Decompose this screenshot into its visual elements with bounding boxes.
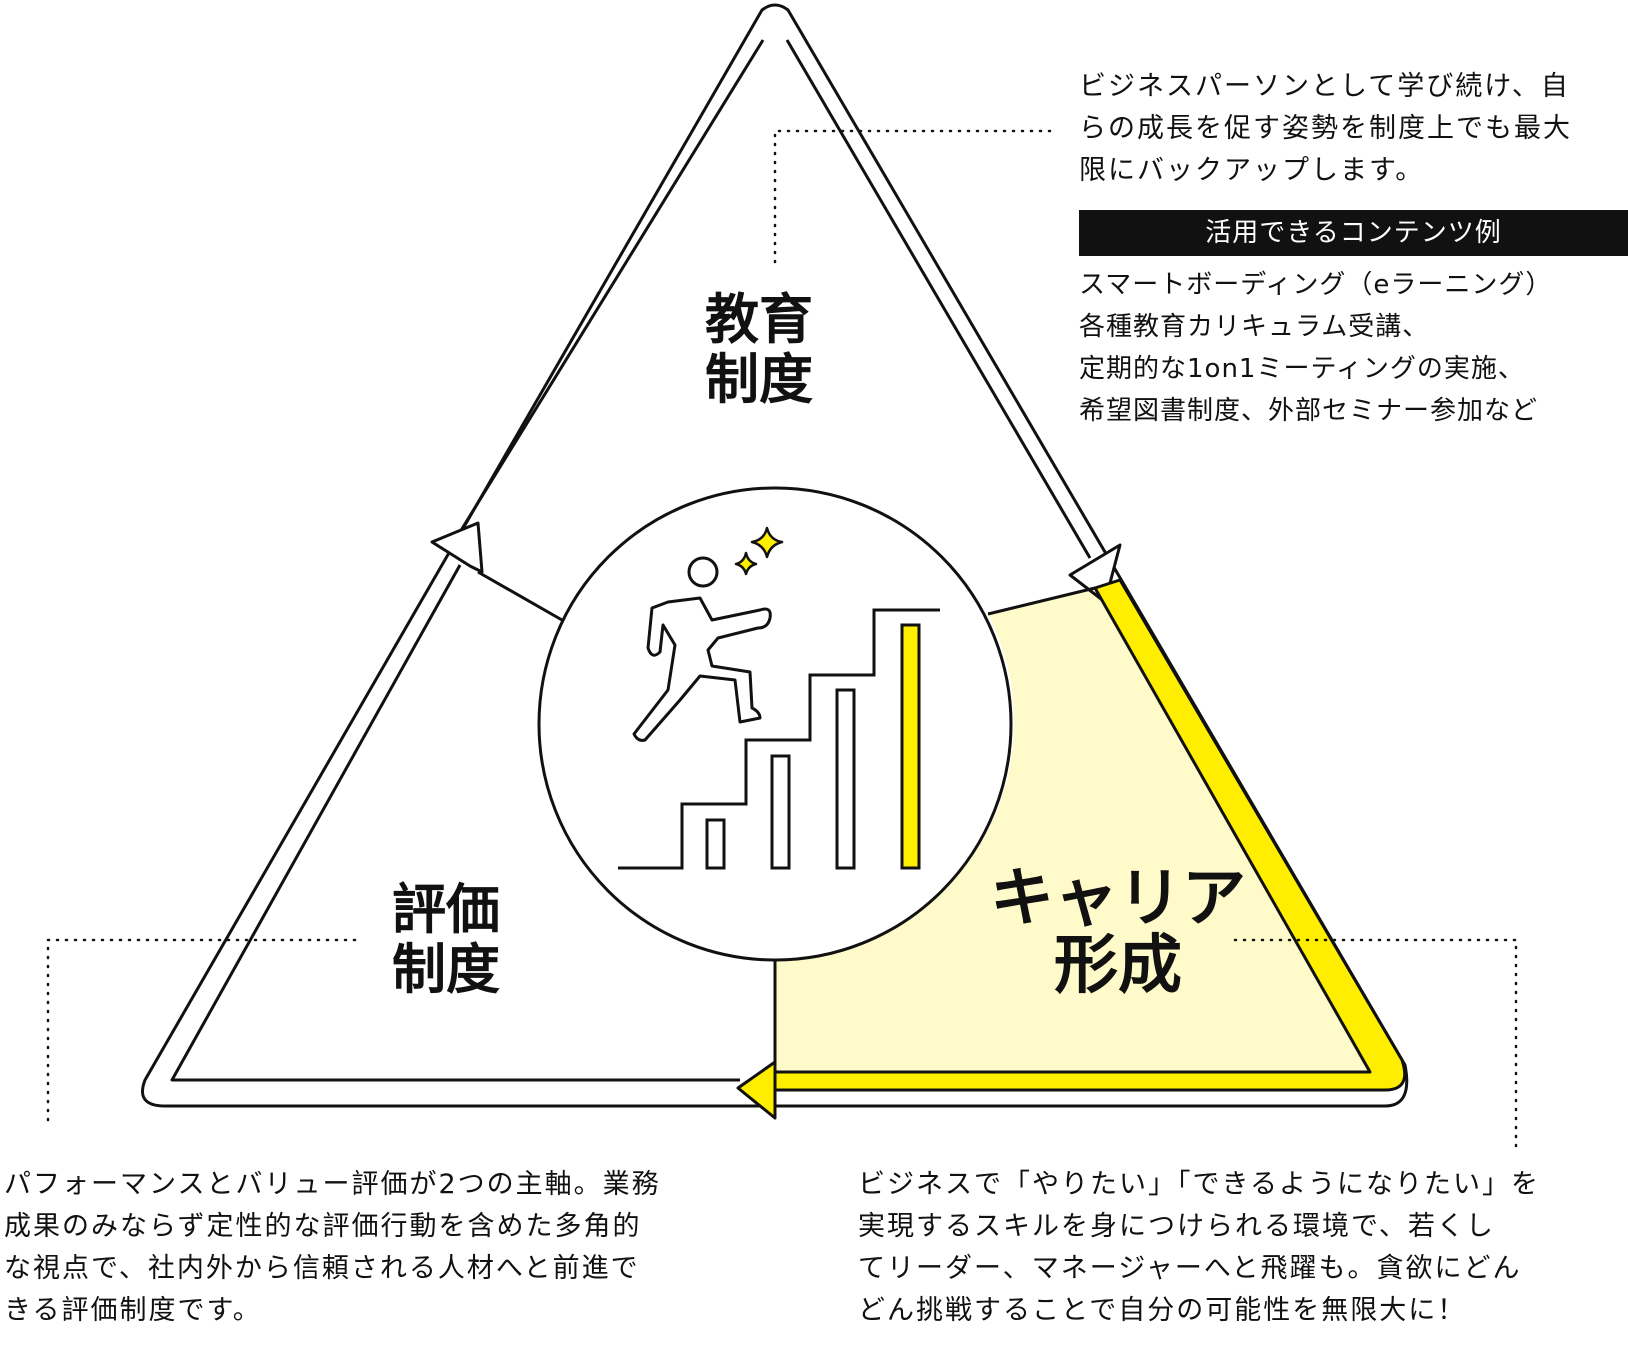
label-career-line2: 形成 bbox=[1054, 929, 1182, 1004]
inner-left-edge bbox=[458, 39, 765, 533]
contents-example-item: 希望図書制度、外部セミナー参加など bbox=[1079, 396, 1539, 426]
education-desc-line: 限にバックアップします。 bbox=[1079, 155, 1425, 186]
connector-evaluation bbox=[46, 938, 357, 1122]
career-description: ビジネスで「やりたい」「できるようになりたい」を 実現するスキルを身につけられる… bbox=[858, 1164, 1540, 1332]
outer-triangle bbox=[141, 3, 1409, 1108]
connector-career bbox=[1233, 938, 1518, 1152]
label-evaluation-line1: 評価 bbox=[392, 878, 500, 941]
connector-education bbox=[773, 129, 1052, 272]
contents-example-item: 各種教育カリキュラム受講、 bbox=[1079, 312, 1430, 342]
evaluation-description: パフォーマンスとバリュー評価が2つの主軸。業務 成果のみならず定性的な評価行動を… bbox=[4, 1164, 661, 1332]
sparkle-icon bbox=[750, 526, 784, 559]
evaluation-desc-line: パフォーマンスとバリュー評価が2つの主軸。業務 bbox=[4, 1169, 661, 1200]
label-career-line1: キャリア bbox=[990, 862, 1246, 936]
center-circle bbox=[537, 486, 1013, 962]
bar-4 bbox=[900, 623, 921, 870]
bar-1 bbox=[705, 818, 726, 870]
contents-example-item: スマートボーディング（eラーニング） bbox=[1079, 270, 1553, 300]
arrow-career-to-evaluation bbox=[736, 1060, 777, 1120]
label-career: キャリア 形成 bbox=[990, 862, 1246, 1004]
contents-header: 活用できるコンテンツ例 bbox=[1079, 210, 1628, 256]
label-education-line1: 教育 bbox=[705, 288, 813, 351]
education-desc-line: ビジネスパーソンとして学び続け、自 bbox=[1079, 71, 1570, 102]
career-section-fill bbox=[775, 585, 1390, 1075]
bar-3 bbox=[835, 688, 856, 870]
career-desc-line: どん挑戦することで自分の可能性を無限大に！ bbox=[858, 1295, 1467, 1326]
divider-right bbox=[987, 586, 1096, 616]
arrow-eval-to-education bbox=[430, 521, 484, 574]
career-desc-line: てリーダー、マネージャーへと飛躍も。貪欲にどん bbox=[858, 1253, 1522, 1284]
person-climbing-icon bbox=[632, 556, 772, 742]
inner-bottom-edge bbox=[170, 564, 740, 1082]
education-desc-line: らの成長を促す姿勢を制度上でも最大 bbox=[1079, 113, 1572, 144]
label-evaluation-line2: 制度 bbox=[392, 938, 500, 1002]
sparkle-small-icon bbox=[734, 551, 758, 576]
evaluation-desc-line: な視点で、社内外から信頼される人材へと前進で bbox=[4, 1253, 640, 1284]
label-education: 教育 制度 bbox=[705, 288, 813, 412]
education-description: ビジネスパーソンとして学び続け、自 らの成長を促す姿勢を制度上でも最大 限にバッ… bbox=[1079, 66, 1572, 192]
label-education-line2: 制度 bbox=[705, 348, 813, 412]
inner-right-edge bbox=[785, 39, 1092, 559]
contents-example-item: 定期的な1on1ミーティングの実施、 bbox=[1079, 354, 1525, 384]
evaluation-desc-line: 成果のみならず定性的な評価行動を含めた多角的 bbox=[4, 1211, 642, 1242]
career-desc-line: 実現するスキルを身につけられる環境で、若くし bbox=[858, 1211, 1495, 1242]
evaluation-desc-line: きる評価制度です。 bbox=[4, 1295, 262, 1326]
label-evaluation: 評価 制度 bbox=[392, 878, 500, 1002]
bar-2 bbox=[770, 754, 791, 870]
stairs-outline bbox=[618, 608, 940, 870]
contents-examples: スマートボーディング（eラーニング） 各種教育カリキュラム受講、 定期的な1on… bbox=[1079, 264, 1552, 432]
career-desc-line: ビジネスで「やりたい」「できるようになりたい」を bbox=[858, 1169, 1540, 1200]
divider-left bbox=[477, 570, 563, 622]
